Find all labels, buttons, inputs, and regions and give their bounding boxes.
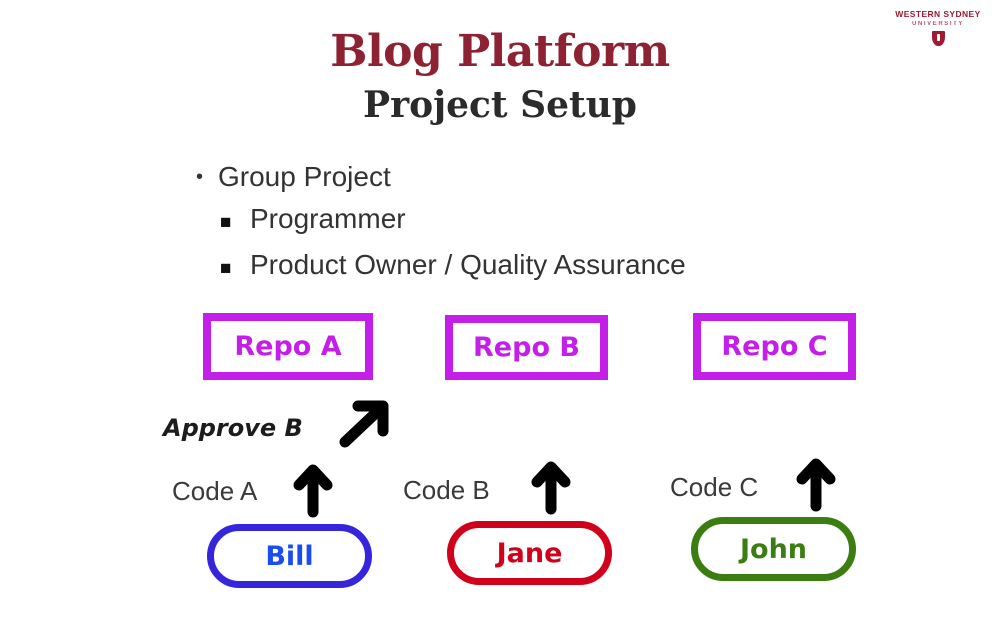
logo-line-1: WESTERN SYDNEY — [895, 9, 981, 19]
bullet-square-icon: ■ — [220, 212, 232, 233]
person-box-jane[interactable]: Jane — [447, 521, 612, 585]
repo-box-a[interactable]: Repo A — [203, 313, 373, 380]
slide-title: Blog Platform — [330, 26, 670, 77]
repo-box-a-label: Repo A — [234, 331, 342, 362]
repo-box-c[interactable]: Repo C — [693, 313, 856, 380]
arrow-up-right-icon — [339, 400, 389, 448]
slide-subtitle: Project Setup — [363, 84, 637, 126]
list-item: ■ Product Owner / Quality Assurance — [220, 244, 896, 290]
arrow-up-a-icon — [293, 464, 333, 518]
person-box-jane-label: Jane — [496, 537, 563, 569]
repo-box-b[interactable]: Repo B — [445, 315, 608, 380]
list-item-label: Product Owner / Quality Assurance — [250, 249, 686, 280]
logo-line-2: UNIVERSITY — [911, 20, 964, 27]
list-item: ■ Programmer — [220, 198, 896, 244]
person-box-john-label: John — [739, 533, 808, 565]
bullet-square-icon: ■ — [220, 258, 232, 279]
list-item: • Group Project — [196, 156, 896, 198]
repo-box-c-label: Repo C — [721, 331, 828, 362]
list-item-label: Programmer — [250, 203, 406, 234]
arrow-up-b-icon — [531, 461, 571, 515]
university-logo: WESTERN SYDNEY UNIVERSITY — [890, 10, 986, 56]
bullet-dot-icon: • — [196, 166, 204, 188]
repo-box-b-label: Repo B — [473, 332, 580, 363]
code-b-label: Code B — [403, 475, 490, 505]
code-a-label: Code A — [172, 476, 258, 506]
shield-crest-icon — [931, 30, 945, 46]
approve-b-label: Approve B — [163, 414, 303, 442]
person-box-bill-label: Bill — [265, 540, 314, 572]
person-box-john[interactable]: John — [691, 517, 856, 581]
arrow-up-c-icon — [796, 458, 836, 512]
list-item-label: Group Project — [218, 161, 391, 192]
code-c-label: Code C — [670, 472, 759, 502]
bullet-list: • Group Project ■ Programmer ■ Product Owne… — [196, 156, 896, 290]
person-box-bill[interactable]: Bill — [207, 524, 372, 588]
